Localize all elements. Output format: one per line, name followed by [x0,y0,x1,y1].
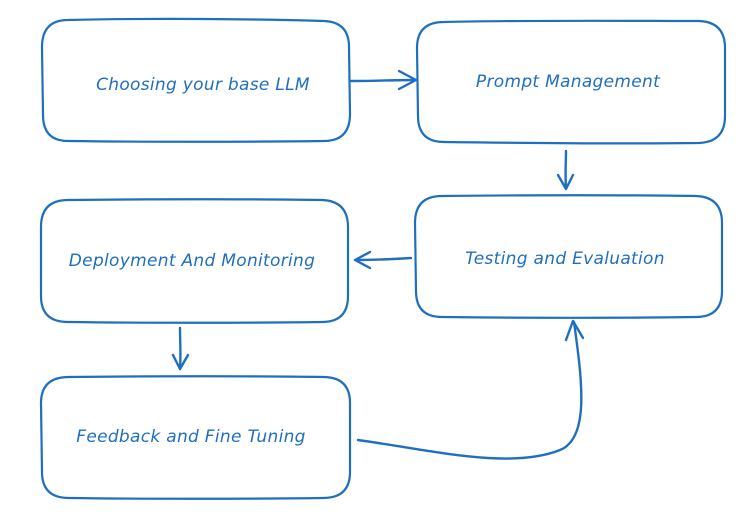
node-testing-evaluation-box [413,194,724,319]
node-feedback-fine-tuning: Feedback and Fine Tuning [39,375,352,500]
node-prompt-management-box [415,19,727,145]
edge-testing-to-deployment [353,250,413,270]
edge-choosing-to-prompt-line [349,78,417,83]
edge-feedback-to-testing [356,319,585,460]
node-testing-evaluation-label: Testing and Evaluation [465,249,665,269]
edge-prompt-to-testing-arrowhead [556,173,575,191]
edge-deployment-to-feedback-arrowhead [171,353,190,371]
node-deployment-monitoring-label: Deployment And Monitoring [69,251,315,271]
node-choosing-base-llm-box [40,17,352,143]
node-prompt-management: Prompt Management [415,19,727,145]
edge-choosing-to-prompt-arrowhead [397,69,418,91]
edge-deployment-to-feedback [171,326,190,371]
edge-testing-to-deployment-arrowhead [353,250,372,270]
node-deployment-monitoring: Deployment And Monitoring [39,198,350,324]
node-feedback-fine-tuning-box [39,375,352,500]
edge-prompt-to-testing [556,149,575,191]
edge-choosing-to-prompt [349,69,418,91]
edge-testing-to-deployment-line [354,256,413,262]
node-choosing-base-llm: Choosing your base LLM [40,17,352,143]
node-deployment-monitoring-box [39,198,350,324]
node-prompt-management-label: Prompt Management [476,72,661,92]
node-testing-evaluation: Testing and Evaluation [413,194,724,319]
node-feedback-fine-tuning-label: Feedback and Fine Tuning [76,427,306,447]
edge-feedback-to-testing-arrowhead [564,319,585,342]
edge-feedback-to-testing-line [356,320,583,460]
node-choosing-base-llm-label: Choosing your base LLM [96,75,310,95]
